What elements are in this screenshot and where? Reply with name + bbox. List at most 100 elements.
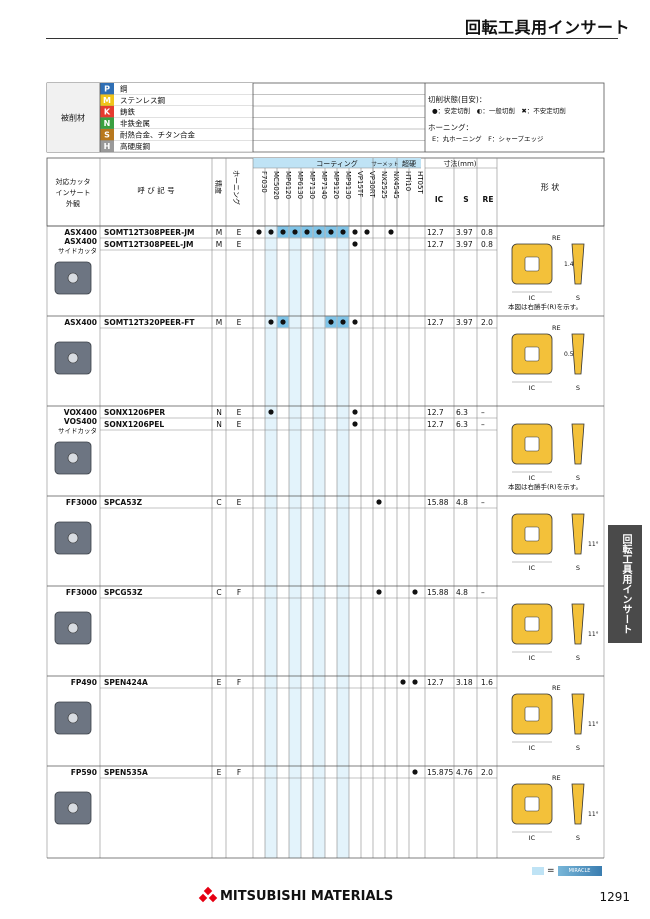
insert-code: SONX1206PEL — [104, 420, 164, 429]
grade-label: HTi10 — [404, 171, 412, 191]
material-name-cell — [114, 129, 253, 141]
material-name-cell — [114, 117, 253, 129]
brand-logo: MITSUBISHI MATERIALS — [198, 886, 393, 904]
material-letter: N — [104, 119, 111, 128]
work-material-label: 被削材 — [61, 113, 85, 123]
grade-stripe — [337, 226, 349, 858]
stable-dot — [328, 319, 334, 325]
insert-drawing-center — [524, 436, 540, 452]
dim-label-1-4: 1.4 — [564, 261, 574, 268]
header-designation: 呼 び 記 号 — [137, 185, 174, 195]
insert-code: SONX1206PER — [104, 408, 165, 417]
title-rule — [46, 38, 618, 39]
insert-drawing-side — [571, 243, 585, 285]
material-letter-cell — [100, 117, 114, 129]
grade-label: MC5020 — [272, 171, 280, 200]
stable-dot — [256, 229, 262, 235]
insert-honing: E — [237, 240, 242, 249]
insert-code: SOMT12T320PEER-FT — [104, 318, 195, 327]
stable-dot — [268, 229, 274, 235]
insert-drawing-center — [524, 796, 540, 812]
dim-ic: 12.7 — [427, 318, 444, 327]
material-letter-cell — [100, 94, 114, 106]
material-letter: H — [104, 142, 111, 151]
stable-dot — [412, 589, 418, 595]
cutter-name: FF3000 — [66, 588, 97, 597]
material-name-cell — [114, 106, 253, 118]
dim-s: 4.8 — [456, 588, 468, 597]
insert-code: SPCG53Z — [104, 588, 143, 597]
drawing-note: 本図は右勝手(R)を示す。 — [508, 302, 582, 311]
dim-ic: 15.88 — [427, 588, 449, 597]
dim-label-s: S — [576, 474, 580, 482]
dim-re: – — [481, 420, 485, 429]
dim-label-ic: IC — [529, 294, 536, 302]
insert-drawing-center — [524, 256, 540, 272]
dim-label-ic: IC — [529, 564, 536, 572]
header-cutter: 対応カッタ — [56, 177, 91, 186]
insert-honing: E — [237, 228, 242, 237]
dim-ic: 12.7 — [427, 240, 444, 249]
dim-re: 1.6 — [481, 678, 493, 687]
dim-ic: 12.7 — [427, 228, 444, 237]
material-name: 鋼 — [120, 84, 128, 94]
dim-label-re: RE — [552, 324, 561, 332]
insert-code: SPEN424A — [104, 678, 148, 687]
insert-drawing-center — [524, 616, 540, 632]
stable-dot — [304, 229, 310, 235]
drawing-note: 本図は右勝手(R)を示す。 — [508, 482, 582, 491]
grade-label: VP15TF — [356, 171, 364, 197]
stable-dot — [352, 241, 358, 247]
stable-dot — [280, 229, 286, 235]
dim-label-s: S — [576, 294, 580, 302]
header-coating: コーティング — [316, 159, 358, 168]
material-letter: K — [104, 108, 111, 117]
header-cutter: 外観 — [66, 199, 80, 208]
diamonds-icon — [198, 886, 218, 903]
dim-re: 0.8 — [481, 228, 493, 237]
stable-dot — [412, 679, 418, 685]
stable-dot — [376, 499, 382, 505]
grade-label: HT05T — [416, 171, 424, 194]
side-tab[interactable]: 回転工具用インサート — [608, 525, 642, 643]
insert-accuracy: N — [216, 408, 222, 417]
material-letter-cell — [100, 129, 114, 141]
grade-label: MP6120 — [284, 171, 292, 199]
grade-label: MP7140 — [320, 171, 328, 199]
cutter-name: ASX400 — [64, 237, 97, 246]
header-cutter: インサート — [56, 189, 91, 197]
material-name: 非鉄金属 — [120, 118, 150, 128]
material-name: 耐熱合金、チタン合金 — [120, 130, 195, 140]
material-letter: P — [104, 85, 110, 94]
insert-drawing-side — [571, 513, 585, 555]
stable-dot — [292, 229, 298, 235]
insert-drawing-side — [571, 603, 585, 645]
stable-dot — [388, 229, 394, 235]
dim-label-s: S — [576, 654, 580, 662]
dim-s: 6.3 — [456, 420, 468, 429]
header-s: S — [463, 195, 468, 204]
header-ic: IC — [435, 195, 444, 204]
grade-stripe — [313, 226, 325, 858]
stable-dot — [376, 589, 382, 595]
stable-dot — [352, 229, 358, 235]
insert-drawing-center — [524, 346, 540, 362]
grade-label: MP7130 — [308, 171, 316, 199]
honing-legend-title: ホーニング： — [428, 122, 473, 132]
material-letter: M — [103, 96, 111, 105]
insert-code: SOMT12T308PEEL-JM — [104, 240, 193, 249]
page-number: 1291 — [599, 890, 630, 904]
material-letter-cell — [100, 106, 114, 118]
header-re: RE — [483, 195, 494, 204]
grade-label: NX2525 — [380, 171, 388, 199]
grade-label: VP30RT — [368, 171, 376, 198]
insert-accuracy: M — [216, 240, 222, 249]
header-dims: 寸法(mm) — [443, 159, 476, 168]
stable-dot — [352, 319, 358, 325]
cutter-name: VOS400 — [64, 417, 97, 426]
work-material-label-bg — [47, 83, 100, 152]
dim-label-ic: IC — [529, 744, 536, 752]
insert-photo-hole — [67, 712, 79, 724]
cutter-name: VOX400 — [64, 408, 97, 417]
cutter-name: ASX400 — [64, 228, 97, 237]
